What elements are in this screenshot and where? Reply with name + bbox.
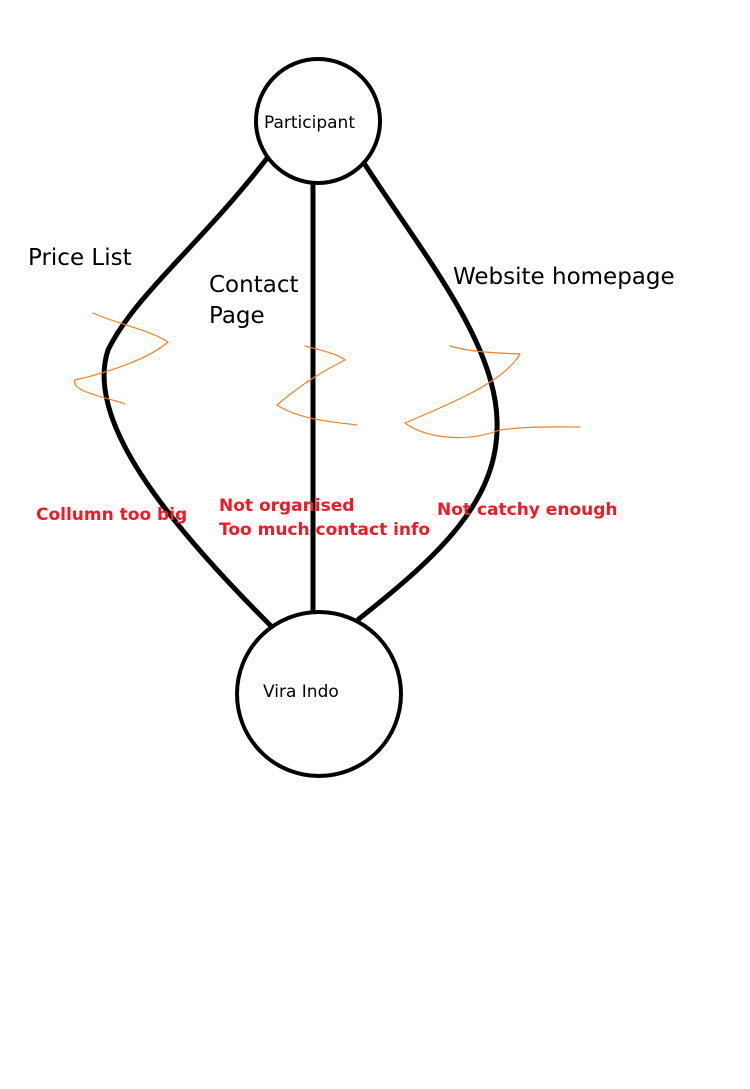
- price-list-note: Collumn too big: [36, 505, 187, 525]
- contact-page-label-line1: Contact: [209, 272, 298, 298]
- contact-page-note-line2: Too much contact info: [219, 520, 430, 540]
- vira-indo-label: Vira Indo: [263, 682, 339, 702]
- participant-label: Participant: [264, 113, 355, 133]
- website-homepage-edge: [352, 157, 500, 625]
- contact-page-label-line2: Page: [209, 303, 265, 329]
- vira-indo-node: [235, 610, 403, 778]
- website-homepage-squiggle: [404, 345, 581, 439]
- price-list-squiggle: [74, 312, 169, 405]
- website-homepage-note: Not catchy enough: [437, 500, 618, 520]
- price-list-edge: [101, 154, 273, 628]
- contact-page-squiggle: [276, 345, 358, 426]
- website-homepage-label: Website homepage: [453, 264, 675, 290]
- participant-node: [254, 57, 382, 185]
- price-list-label: Price List: [28, 245, 132, 271]
- contact-page-note-line1: Not organised: [219, 496, 354, 516]
